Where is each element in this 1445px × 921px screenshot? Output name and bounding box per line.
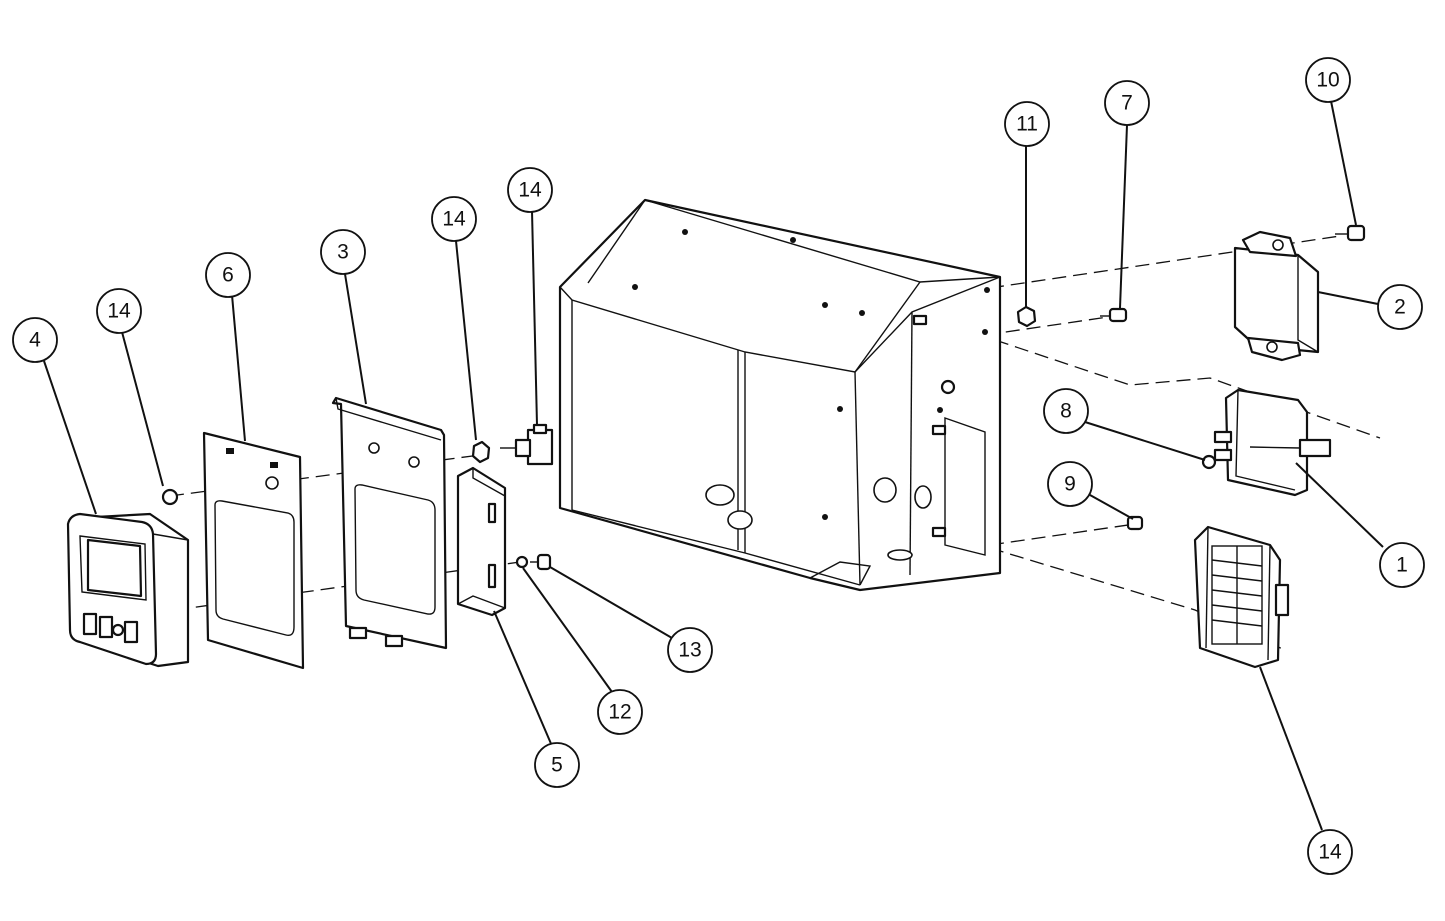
callout-11-label: 11 [1016, 113, 1038, 136]
callout-10-label: 10 [1316, 69, 1339, 92]
callout-3: 3 [320, 229, 366, 275]
screw-10 [1335, 224, 1366, 242]
callout-2: 2 [1377, 284, 1423, 330]
callout-9: 9 [1047, 461, 1093, 507]
callout-9-label: 9 [1064, 473, 1076, 496]
display-unit [66, 512, 190, 668]
callout-14-washer-left-label: 14 [107, 300, 131, 323]
callout-13: 13 [667, 627, 713, 673]
relay-module [1233, 230, 1320, 362]
screw-13 [530, 553, 552, 571]
callout-12: 12 [597, 689, 643, 735]
callout-7: 7 [1104, 80, 1150, 126]
terminal-block [1193, 525, 1290, 669]
callout-1: 1 [1379, 542, 1425, 588]
callout-14-terminal-label: 14 [1318, 841, 1342, 864]
callout-2-label: 2 [1394, 296, 1406, 319]
washer-12 [515, 555, 529, 569]
callout-13-label: 13 [678, 639, 701, 662]
callout-6: 6 [205, 252, 251, 298]
screw-9 [1126, 515, 1144, 531]
callout-4-label: 4 [29, 329, 41, 352]
callout-11: 11 [1004, 101, 1050, 147]
power-module [1213, 388, 1332, 497]
mounting-plate [331, 396, 448, 650]
callout-14-nut: 14 [431, 196, 477, 242]
bracket [456, 466, 507, 617]
callout-14-washer-left: 14 [96, 288, 142, 334]
leader-lines [43, 100, 1384, 831]
callout-3-label: 3 [337, 241, 349, 264]
callout-8: 8 [1043, 388, 1089, 434]
callout-12-label: 12 [608, 701, 631, 724]
washer-8 [1201, 454, 1217, 470]
callout-1-label: 1 [1396, 554, 1408, 577]
gasket [202, 431, 305, 670]
callout-4: 4 [12, 317, 58, 363]
callout-10: 10 [1305, 57, 1351, 103]
screw-7 [1100, 307, 1128, 323]
nut-11 [1016, 305, 1037, 328]
callout-5-label: 5 [551, 754, 563, 777]
callout-8-label: 8 [1060, 400, 1072, 423]
washer-14-left [161, 488, 179, 506]
callout-14-nut-label: 14 [442, 208, 466, 231]
main-enclosure [558, 198, 1002, 592]
callout-14-terminal: 14 [1307, 829, 1353, 875]
toggle-switch [500, 423, 554, 466]
callout-6-label: 6 [222, 264, 234, 287]
callout-7-label: 7 [1121, 92, 1133, 115]
callout-5: 5 [534, 742, 580, 788]
nut-14-center [471, 440, 491, 464]
callout-14-switch-label: 14 [518, 179, 542, 202]
callout-14-switch: 14 [507, 167, 553, 213]
